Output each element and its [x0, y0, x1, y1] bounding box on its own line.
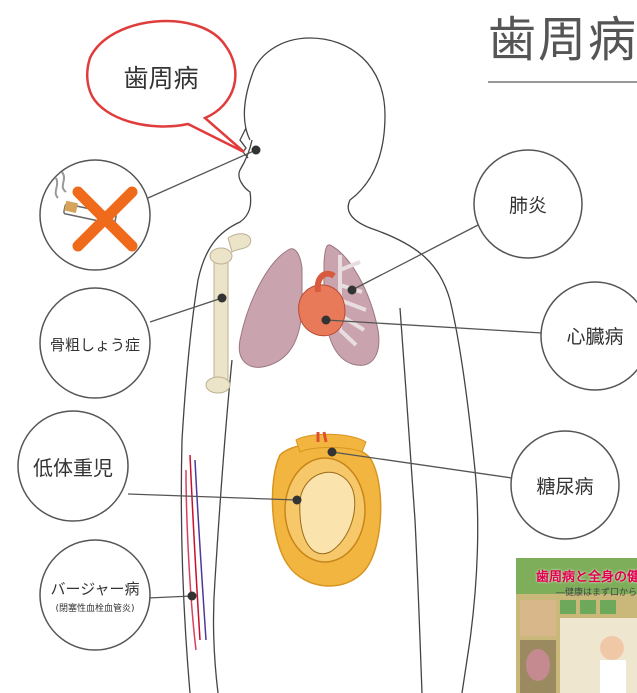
- connector-lines: [127, 149, 543, 599]
- low-birth-weight-circle: [17, 410, 129, 522]
- speech-bubble-label: 歯周病: [90, 52, 232, 102]
- diabetes-label: 糖尿病: [511, 471, 619, 499]
- left-lung: [238, 248, 303, 368]
- pneumonia-circle: [473, 149, 583, 259]
- heart: [298, 284, 346, 337]
- osteoporosis-label: 骨粗しょう症: [40, 330, 150, 358]
- speech-bubble-shape: [86, 19, 245, 154]
- poster-title: 歯周病と全身の健: [536, 570, 637, 585]
- diabetes-circle: [510, 430, 620, 540]
- buerger-label: バージャー病 (閉塞性血栓血管炎): [40, 576, 150, 616]
- poster-subtitle: ―健康はまず口から―: [556, 588, 637, 598]
- arm-blood-vessels: [185, 454, 207, 651]
- buerger-circle: [39, 539, 151, 651]
- low-birth-weight-label: 低体重児: [18, 452, 128, 480]
- buerger-text: バージャー病: [50, 580, 140, 598]
- heart-disease-label: 心臓病: [550, 322, 637, 350]
- low-birth-weight-text: 低体重児: [33, 455, 113, 480]
- humerus-bone: [205, 233, 252, 394]
- speech-bubble-text: 歯周病: [123, 64, 199, 93]
- buerger-subtext: (閉塞性血栓血管炎): [55, 604, 135, 614]
- connector-dots: [187, 145, 357, 601]
- body-outline: [180, 37, 479, 693]
- arm-inner-left: [212, 359, 233, 693]
- mouth-outline: [239, 127, 249, 159]
- pneumonia-label: 肺炎: [474, 190, 582, 218]
- aorta: [314, 270, 336, 293]
- pneumonia-text: 肺炎: [508, 194, 547, 217]
- arm-inner-right: [399, 307, 423, 693]
- no-smoking-icon: [54, 171, 138, 252]
- osteoporosis-text: 骨粗しょう症: [49, 335, 140, 354]
- osteoporosis-circle: [39, 287, 151, 399]
- heart-disease-text: 心臓病: [566, 326, 624, 348]
- poster-thumbnail: [516, 558, 637, 693]
- uterus: [271, 431, 382, 587]
- diabetes-text: 糖尿病: [536, 475, 594, 498]
- heart-disease-circle: [540, 281, 637, 391]
- page-title: 歯周病: [488, 12, 637, 68]
